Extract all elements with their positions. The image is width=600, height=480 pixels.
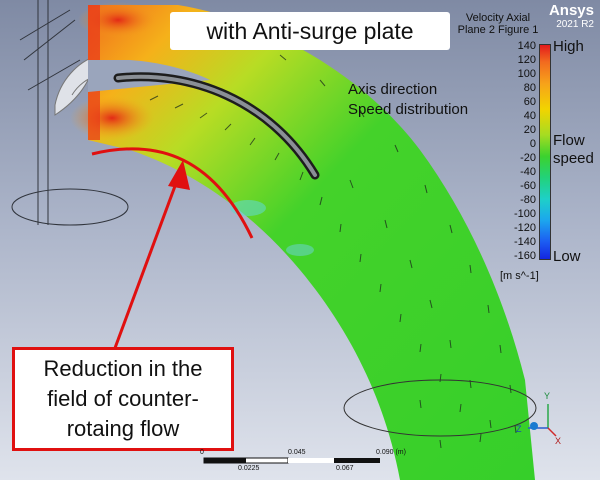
scale-label: 0.0225: [238, 465, 260, 472]
legend-variable: Velocity Axial: [465, 12, 531, 24]
legend-tick: -60: [520, 180, 536, 192]
legend-tick: 40: [523, 110, 536, 122]
legend-colorbar: [539, 44, 551, 260]
legend-tick: 120: [517, 54, 536, 66]
legend-location: Plane 2 Figure 1: [457, 24, 539, 36]
scale-bar-graphic: [203, 457, 380, 464]
ansys-brand: Ansys 2021 R2: [549, 2, 594, 30]
axis-triad: [528, 404, 557, 437]
outlet-ring: [343, 379, 537, 437]
legend-mid-label-line2: speed: [553, 150, 594, 167]
scale-label: 0.045: [288, 449, 306, 456]
legend-tick: -80: [520, 194, 536, 206]
legend-low-label: Low: [553, 248, 581, 265]
ansys-version: 2021 R2: [556, 19, 594, 30]
legend-ticks: 140 120 100 80 60 40 20 0 -20 -40 -60 -8…: [500, 40, 536, 262]
legend-tick: 60: [523, 96, 536, 108]
legend-tick: 0: [529, 138, 536, 150]
legend-tick: -100: [513, 208, 536, 220]
scale-label: 0: [200, 449, 204, 456]
axis-z-label: Z: [516, 424, 522, 434]
legend-tick: 80: [523, 82, 536, 94]
ansys-logo: Ansys: [548, 2, 594, 19]
scale-label: 0.090 (m): [376, 449, 406, 456]
counter-rotating-callout: Reduction in the field of counter- rotai…: [12, 347, 234, 451]
annotation-line: Speed distribution: [348, 101, 469, 118]
legend-tick: -120: [513, 222, 536, 234]
legend-tick: 100: [517, 68, 536, 80]
annotation-line: Axis direction: [348, 81, 438, 98]
view-title-banner: with Anti-surge plate: [170, 12, 450, 50]
callout-line: Reduction in the: [43, 356, 203, 381]
shroud-wireframe: [11, 0, 129, 226]
callout-arrowhead: [168, 160, 190, 190]
legend-high-label: High: [553, 38, 584, 55]
scale-bar: 0 0.045 0.090 (m) 0.0225 0.067: [196, 448, 426, 474]
flow-domain: [88, 5, 535, 480]
legend-tick: 140: [517, 40, 536, 52]
legend-unit: [m s^-1]: [500, 270, 539, 282]
inlet-high-speed-zone: [70, 96, 154, 140]
axis-x-label: X: [555, 436, 562, 446]
counter-rotating-highlight: [91, 147, 254, 239]
callout-line: field of counter-: [47, 386, 199, 411]
legend-tick: -20: [520, 152, 536, 164]
legend-title: Velocity Axial Plane 2 Figure 1: [450, 12, 546, 36]
callout-line: rotaing flow: [66, 416, 180, 441]
legend-tick: 20: [523, 124, 536, 136]
axis-direction-annotation: Axis direction Speed distribution: [348, 80, 468, 120]
scale-label: 0.067: [336, 465, 354, 472]
callout-pointer: [113, 177, 180, 349]
legend-tick: -40: [520, 166, 536, 178]
legend-tick: -160: [513, 250, 536, 262]
legend-tick: -140: [513, 236, 536, 248]
axis-y-label: Y: [544, 391, 551, 401]
legend-mid-label-line1: Flow: [553, 132, 585, 149]
